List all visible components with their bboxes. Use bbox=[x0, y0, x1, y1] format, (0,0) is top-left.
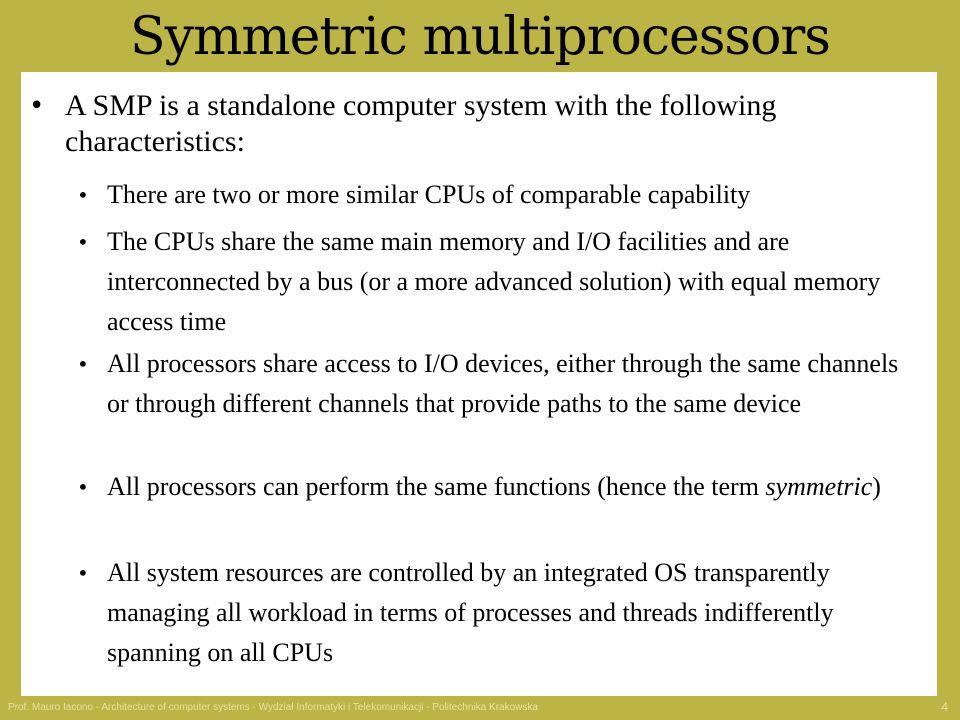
sub-bullet-text: The CPUs share the same main memory and … bbox=[107, 227, 881, 336]
sub-bullet-text: All system resources are controlled by a… bbox=[107, 558, 834, 667]
bullet-dot-icon: • bbox=[77, 230, 89, 254]
sub-bullet-text-start: All processors can perform the same func… bbox=[107, 472, 766, 501]
sub-bullet-text: There are two or more similar CPUs of co… bbox=[107, 180, 751, 209]
bullet-dot-icon: • bbox=[29, 91, 45, 121]
bullet-dot-icon: • bbox=[77, 183, 89, 207]
sub-bullet-text: All processors share access to I/O devic… bbox=[107, 349, 899, 418]
bullet-dot-icon: • bbox=[77, 352, 89, 376]
emphasis-term: symmetric bbox=[765, 472, 873, 501]
bullet-dot-icon: • bbox=[77, 475, 89, 499]
sub-bullet-text-end: ) bbox=[872, 472, 881, 501]
sub-bullet-text: All processors can perform the same func… bbox=[107, 467, 923, 507]
slide-title: Symmetric multiprocessors bbox=[130, 7, 831, 67]
bullet-text: A SMP is a standalone computer system wi… bbox=[65, 89, 777, 158]
footer-text: Prof. Mauro Iacono - Architecture of com… bbox=[8, 702, 538, 713]
page-number: 4 bbox=[941, 700, 948, 714]
content-panel: • A SMP is a standalone computer system … bbox=[21, 72, 937, 696]
bullet-dot-icon: • bbox=[77, 561, 89, 585]
